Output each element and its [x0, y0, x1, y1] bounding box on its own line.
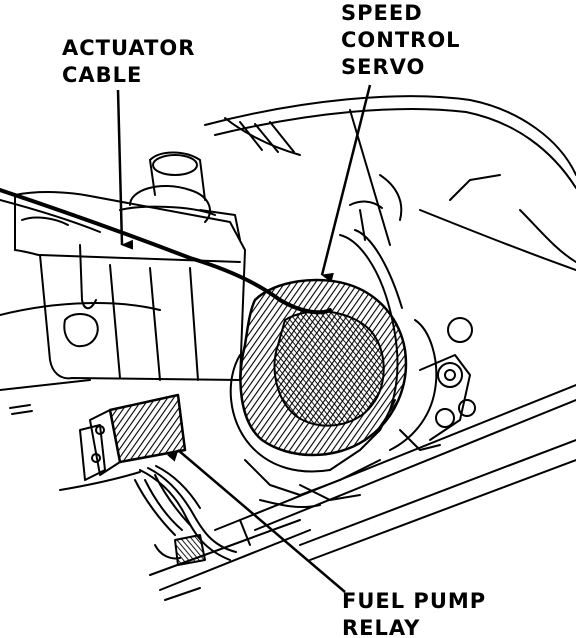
actuator-cable-sheath — [0, 199, 101, 233]
fender-panel — [204, 95, 576, 271]
servo-leader — [320, 84, 372, 283]
actuator-cable-label: ACTUATOR CABLE — [62, 35, 195, 89]
mounting-bracket — [399, 317, 476, 451]
actuator-cable-label-line2: CABLE — [62, 63, 143, 87]
relay-label-line2: RELAY — [342, 616, 421, 638]
relay-leader — [167, 449, 346, 593]
speed-control-servo-label: SPEED CONTROL SERVO — [341, 0, 461, 81]
leader-lines — [116, 84, 372, 593]
relay-label-line1: FUEL PUMP — [342, 589, 487, 613]
servo-label-line1: SPEED — [341, 1, 423, 25]
servo-label-line2: CONTROL — [341, 28, 461, 52]
actuator-cable-leader — [116, 89, 134, 250]
servo-label-line3: SERVO — [341, 55, 426, 79]
speed-control-servo — [229, 200, 438, 501]
reservoir-box — [14, 151, 246, 381]
fuel-pump-relay — [59, 393, 251, 566]
fuel-pump-relay-label: FUEL PUMP RELAY — [342, 588, 486, 638]
actuator-cable-label-line1: ACTUATOR — [62, 36, 196, 60]
